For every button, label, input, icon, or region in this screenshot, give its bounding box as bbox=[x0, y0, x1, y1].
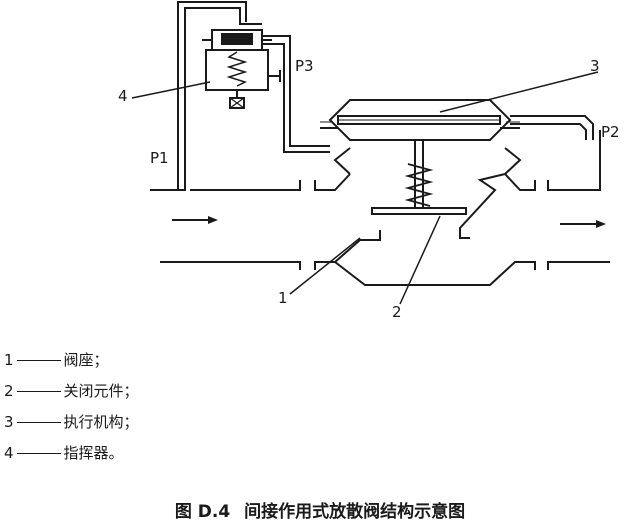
leader-line-1 bbox=[289, 237, 361, 295]
legend-text: 阀座； bbox=[63, 351, 109, 369]
pipe-upper-wall bbox=[150, 1, 601, 191]
legend-dash bbox=[16, 453, 61, 454]
legend-text: 关闭元件； bbox=[63, 382, 139, 400]
legend-dash bbox=[16, 391, 61, 392]
legend-text: 指挥器。 bbox=[63, 444, 124, 462]
legend-number: 3 bbox=[4, 413, 14, 431]
legend-dash bbox=[16, 422, 61, 423]
legend-number: 1 bbox=[4, 351, 14, 369]
legend-number: 4 bbox=[4, 444, 14, 462]
label-p2: P2 bbox=[601, 123, 620, 141]
inlet-flow-arrow bbox=[172, 216, 218, 224]
figure-number: 图 D.4 bbox=[174, 502, 231, 522]
callout-2: 2 bbox=[392, 303, 402, 321]
callout-1: 1 bbox=[278, 289, 288, 307]
valve-body bbox=[333, 147, 522, 263]
callout-4: 4 bbox=[118, 87, 128, 105]
outlet-flow-arrow bbox=[560, 220, 606, 228]
closure-disc bbox=[371, 207, 467, 215]
valve-schematic bbox=[131, 1, 610, 305]
legend-number: 2 bbox=[4, 382, 14, 400]
stem-and-spring bbox=[404, 140, 434, 208]
leader-line-2 bbox=[399, 215, 441, 305]
p3-loading-line bbox=[262, 35, 330, 153]
legend-text: 执行机构； bbox=[63, 413, 139, 431]
callout-3: 3 bbox=[590, 57, 600, 75]
label-p3: P3 bbox=[295, 57, 314, 75]
legend-item-3: 3 执行机构； bbox=[4, 413, 139, 431]
leader-lines bbox=[131, 71, 599, 305]
pipe-lower-wall bbox=[160, 261, 610, 286]
figure-caption: 图 D.4 间接作用式放散阀结构示意图 bbox=[0, 497, 640, 522]
pilot-valve bbox=[202, 29, 281, 109]
actuator-housing bbox=[320, 99, 520, 141]
legend-item-1: 1 阀座； bbox=[4, 351, 109, 369]
label-p1: P1 bbox=[150, 149, 169, 167]
legend-dash bbox=[16, 360, 61, 361]
leader-line-4 bbox=[131, 81, 211, 99]
legend-item-4: 4 指挥器。 bbox=[4, 444, 124, 462]
leader-line-3 bbox=[439, 71, 599, 113]
legend-item-2: 2 关闭元件； bbox=[4, 382, 139, 400]
p2-sensing-line bbox=[510, 115, 594, 140]
figure-title: 间接作用式放散阀结构示意图 bbox=[244, 502, 466, 522]
